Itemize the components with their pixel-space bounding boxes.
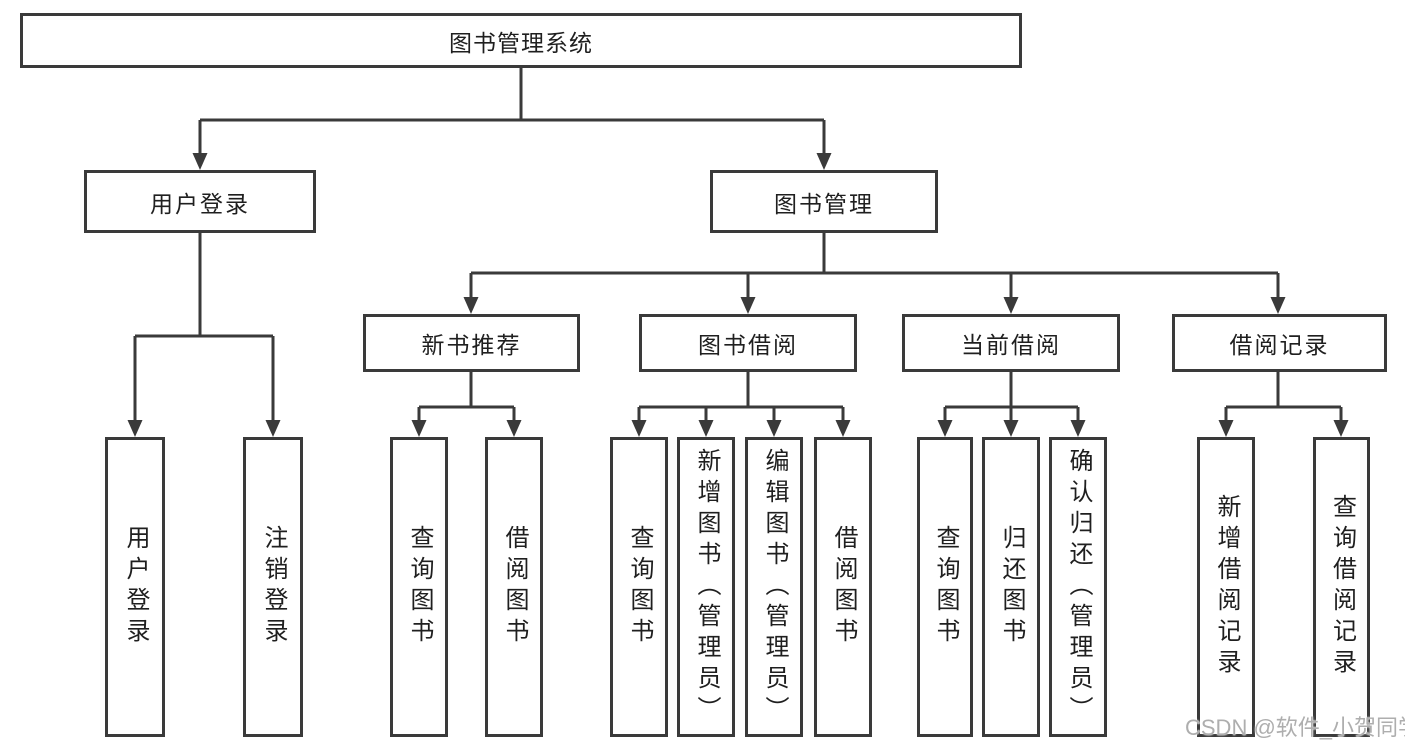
node-label: 图书管理 [774,190,874,217]
node-library-management-system: 图书管理系统 [20,13,1022,68]
node-label: 新书推荐 [421,332,522,358]
arrowheads [127,153,1349,437]
node-current-borrowing: 当前借阅 [902,314,1120,372]
node-label: 借阅记录 [1229,332,1330,358]
leaf-label: 查询图书 [626,525,653,649]
node-book-management: 图书管理 [710,170,938,233]
leaf-add-books-admin: 新增图书（管理员） [677,437,735,737]
leaf-query-books-recommend: 查询图书 [390,437,448,737]
leaf-label: 借阅图书 [830,525,857,649]
leaf-label: 编辑图书（管理员） [761,447,788,727]
leaf-edit-books-admin: 编辑图书（管理员） [745,437,803,737]
node-borrow-records: 借阅记录 [1172,314,1387,372]
leaf-borrow-books: 借阅图书 [814,437,872,737]
leaf-query-borrow-record: 查询借阅记录 [1313,437,1370,737]
leaf-label: 查询图书 [406,525,433,649]
leaf-label: 查询借阅记录 [1328,494,1356,680]
leaf-label: 用户登录 [122,525,149,649]
leaf-label: 新增借阅记录 [1213,494,1240,680]
csdn-watermark: CSDN @软件_小贺同学 [1185,715,1405,740]
node-label: 用户登录 [150,190,250,217]
leaf-label: 注销登录 [260,525,287,649]
leaf-label: 借阅图书 [501,525,528,649]
leaf-label: 新增图书（管理员） [693,447,720,727]
leaf-query-books-current: 查询图书 [917,437,973,737]
leaf-borrow-books-recommend: 借阅图书 [485,437,543,737]
node-label: 图书借阅 [698,332,798,358]
leaf-user-login: 用户登录 [105,437,165,737]
node-label: 图书管理系统 [449,29,593,56]
leaf-label: 归还图书 [998,525,1025,649]
leaf-logout: 注销登录 [243,437,303,737]
leaf-add-borrow-record: 新增借阅记录 [1197,437,1255,737]
leaf-label: 查询图书 [932,525,959,649]
leaf-confirm-return-admin: 确认归还（管理员） [1049,437,1107,737]
leaf-return-books: 归还图书 [982,437,1040,737]
node-user-login: 用户登录 [84,170,316,233]
node-label: 当前借阅 [961,332,1061,358]
node-book-borrowing: 图书借阅 [639,314,857,372]
node-new-book-recommend: 新书推荐 [363,314,580,372]
leaf-label: 确认归还（管理员） [1065,447,1092,727]
leaf-query-books-borrowing: 查询图书 [610,437,668,737]
